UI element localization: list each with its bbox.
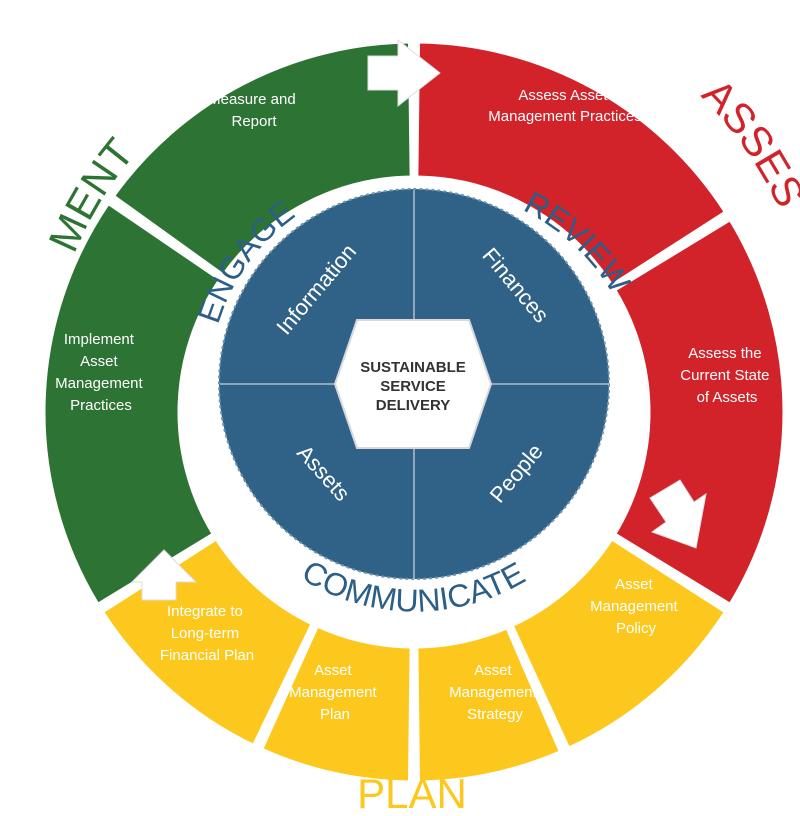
center-line-2: SERVICE (380, 378, 446, 395)
center-hexagon: SUSTAINABLE SERVICE DELIVERY (333, 319, 493, 449)
segment-assess-practices-label: Assess Asset Management Practices (488, 87, 641, 125)
segment-assess-state-label: Assess the Current State of Assets (680, 345, 773, 406)
segment-assess-practices (415, 40, 728, 288)
segment-measure-report (111, 40, 413, 277)
phase-plan: PLAN (357, 770, 467, 816)
segment-policy (510, 536, 728, 751)
arrow-up-icon (130, 549, 198, 601)
arrow-down-icon (649, 479, 707, 549)
center-line-3: DELIVERY (376, 397, 450, 414)
arrow-right-icon (367, 38, 441, 108)
segment-policy-label: Asset Management Policy (590, 576, 682, 637)
segment-measure-report-label: Measure and Report (208, 91, 300, 130)
segment-assess-state (612, 217, 786, 607)
segment-plan (259, 624, 413, 784)
center-line-1: SUSTAINABLE (360, 359, 466, 376)
segment-plan-label: Asset Management Plan (289, 662, 381, 723)
segment-strategy-label: Asset Management Strategy (449, 662, 541, 723)
segment-implement-practices (42, 201, 222, 607)
segment-implement-practices-label: Implement Asset Management Practices (55, 331, 147, 414)
segment-strategy (415, 625, 563, 784)
segment-integrate-label: Integrate to Long-term Financial Plan (160, 603, 254, 664)
